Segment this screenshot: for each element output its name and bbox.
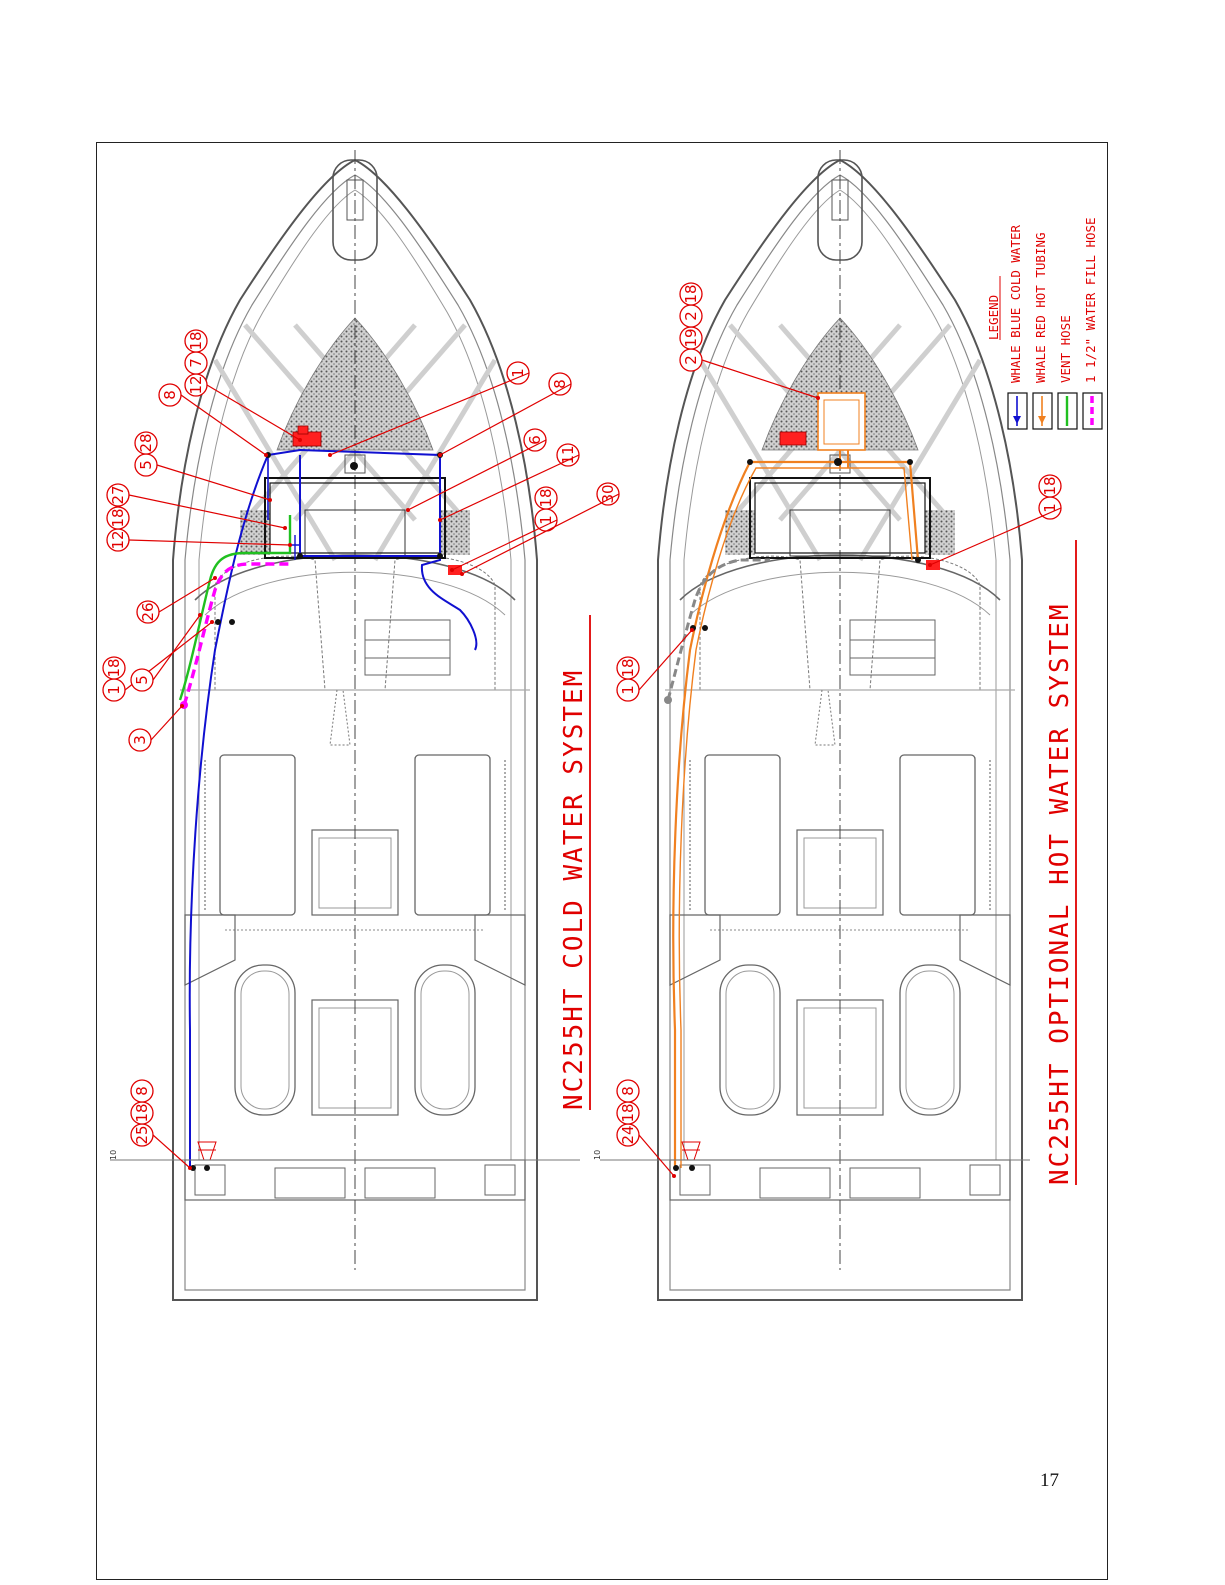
callout-c16: 25 18 8 [131,1080,192,1170]
callout-number: 28 [137,433,155,452]
callout-number: 8 [133,1086,151,1096]
legend-label-hot: WHALE RED HOT TUBING [1033,232,1048,383]
callout-number: 2 [682,355,700,365]
callout-number: 24 [619,1125,637,1144]
callout-number: 1 [537,515,555,525]
callout-number: 5 [137,460,155,470]
callout-number: 1 [619,685,637,695]
callout-number: 12 [109,530,127,549]
legend-label-fill: 1 1/2" WATER FILL HOSE [1083,217,1098,383]
callout-number: 18 [619,658,637,677]
callout-c4: 27 [107,484,287,530]
hot-water-title: NC255HT OPTIONAL HOT WATER SYSTEM [1045,602,1075,1185]
water-heater-icon [818,393,865,450]
callout-number: 30 [599,484,617,503]
callout-number: 12 [187,375,205,394]
legend-swatch-fill [1083,393,1102,429]
callout-number: 8 [551,379,569,389]
callout-c1: 12 7 18 [185,330,302,442]
callout-number: 18 [133,1103,151,1122]
callout-c8: 5 [131,613,202,691]
callout-c11: 8 [438,373,571,457]
callout-number: 2 [682,311,700,321]
callout-number: 7 [187,358,205,368]
callout-number: 8 [619,1086,637,1096]
callout-c9: 3 [129,704,184,751]
callout-number: 8 [161,390,179,400]
callout-number: 18 [187,331,205,350]
callout-number: 1 [1041,503,1059,513]
legend-swatch-hot [1033,393,1052,429]
callout-number: 18 [619,1103,637,1122]
hot-water-system [658,150,1022,1300]
callout-number: 18 [1041,476,1059,495]
legend-swatch-vent [1058,393,1077,429]
cold-water-plumbing [110,426,580,1171]
callout-number: 5 [133,675,151,685]
callout-h4: 24 18 8 [617,1080,676,1178]
legend: LEGEND WHALE BLUE COLD WATER WHALE RED H… [986,217,1102,429]
callout-number: 18 [105,658,123,677]
cold-water-title: NC255HT COLD WATER SYSTEM [559,669,589,1110]
legend-label-cold: WHALE BLUE COLD WATER [1008,224,1023,383]
callout-number: 18 [682,284,700,303]
callout-c3: 5 28 [135,432,272,502]
legend-swatch-cold [1008,393,1027,429]
station-label-hot: 10 [593,1150,602,1160]
callout-number: 25 [133,1125,151,1144]
callout-number: 19 [682,328,700,347]
callout-number: 18 [537,488,555,507]
callout-number: 3 [131,735,149,745]
callout-number: 26 [139,602,157,621]
callout-number: 1 [105,685,123,695]
station-label-cold: 10 [109,1150,118,1160]
legend-heading: LEGEND [986,295,1001,340]
callout-number: 27 [109,485,127,504]
callout-number: 18 [109,508,127,527]
cold-water-system [173,150,537,1300]
callout-number: 11 [559,445,577,464]
callout-number: 1 [509,368,527,378]
page-number: 17 [1040,1470,1059,1492]
legend-label-vent: VENT HOSE [1058,315,1073,383]
shower-fitting-icon [198,1142,216,1160]
callout-number: 6 [526,435,544,445]
